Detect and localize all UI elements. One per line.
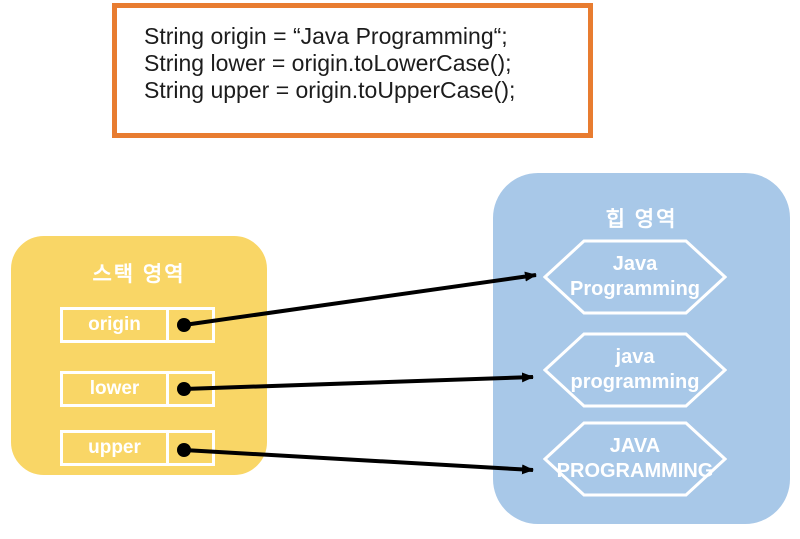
variable-name-upper: upper xyxy=(63,433,169,463)
heap-object-line2: PROGRAMMING xyxy=(556,460,714,482)
hexagon-outline xyxy=(543,421,727,497)
heap-object-java-programming-upper: JAVA PROGRAMMING xyxy=(543,421,727,497)
pointer-cell-origin xyxy=(169,310,212,340)
hexagon-outline xyxy=(543,239,727,315)
heap-object-label: Java Programming xyxy=(543,239,727,315)
code-line-lower: String lower = origin.toLowerCase(); xyxy=(144,50,512,76)
heap-object-java-programming: Java Programming xyxy=(543,239,727,315)
stack-variable-lower: lower xyxy=(60,371,215,407)
hexagon-outline xyxy=(543,332,727,408)
pointer-cell-lower xyxy=(169,374,212,404)
pointer-cell-upper xyxy=(169,433,212,463)
heap-object-line2: programming xyxy=(570,371,700,393)
heap-object-line2: Programming xyxy=(569,278,701,300)
heap-object-line1: java xyxy=(615,346,655,368)
code-line-upper: String upper = origin.toUpperCase(); xyxy=(144,77,516,103)
stack-area: 스택 영역 origin lower upper xyxy=(8,233,270,478)
heap-object-label: JAVA PROGRAMMING xyxy=(543,421,727,497)
heap-object-line1: Java xyxy=(612,253,658,275)
heap-area-title: 힙 영역 xyxy=(605,208,678,231)
heap-object-label: java programming xyxy=(543,332,727,408)
heap-area: 힙 영역 xyxy=(490,170,793,527)
stack-area-title: 스택 영역 xyxy=(92,263,186,286)
variable-name-lower: lower xyxy=(63,374,169,404)
code-line-origin: String origin = “Java Programming“; xyxy=(144,23,508,49)
stack-variable-upper: upper xyxy=(60,430,215,466)
stack-variable-origin: origin xyxy=(60,307,215,343)
variable-name-origin: origin xyxy=(63,310,169,340)
heap-object-line1: JAVA xyxy=(609,435,661,457)
code-snippet-box: String origin = “Java Programming“; Stri… xyxy=(112,3,593,138)
heap-object-java-programming-lower: java programming xyxy=(543,332,727,408)
